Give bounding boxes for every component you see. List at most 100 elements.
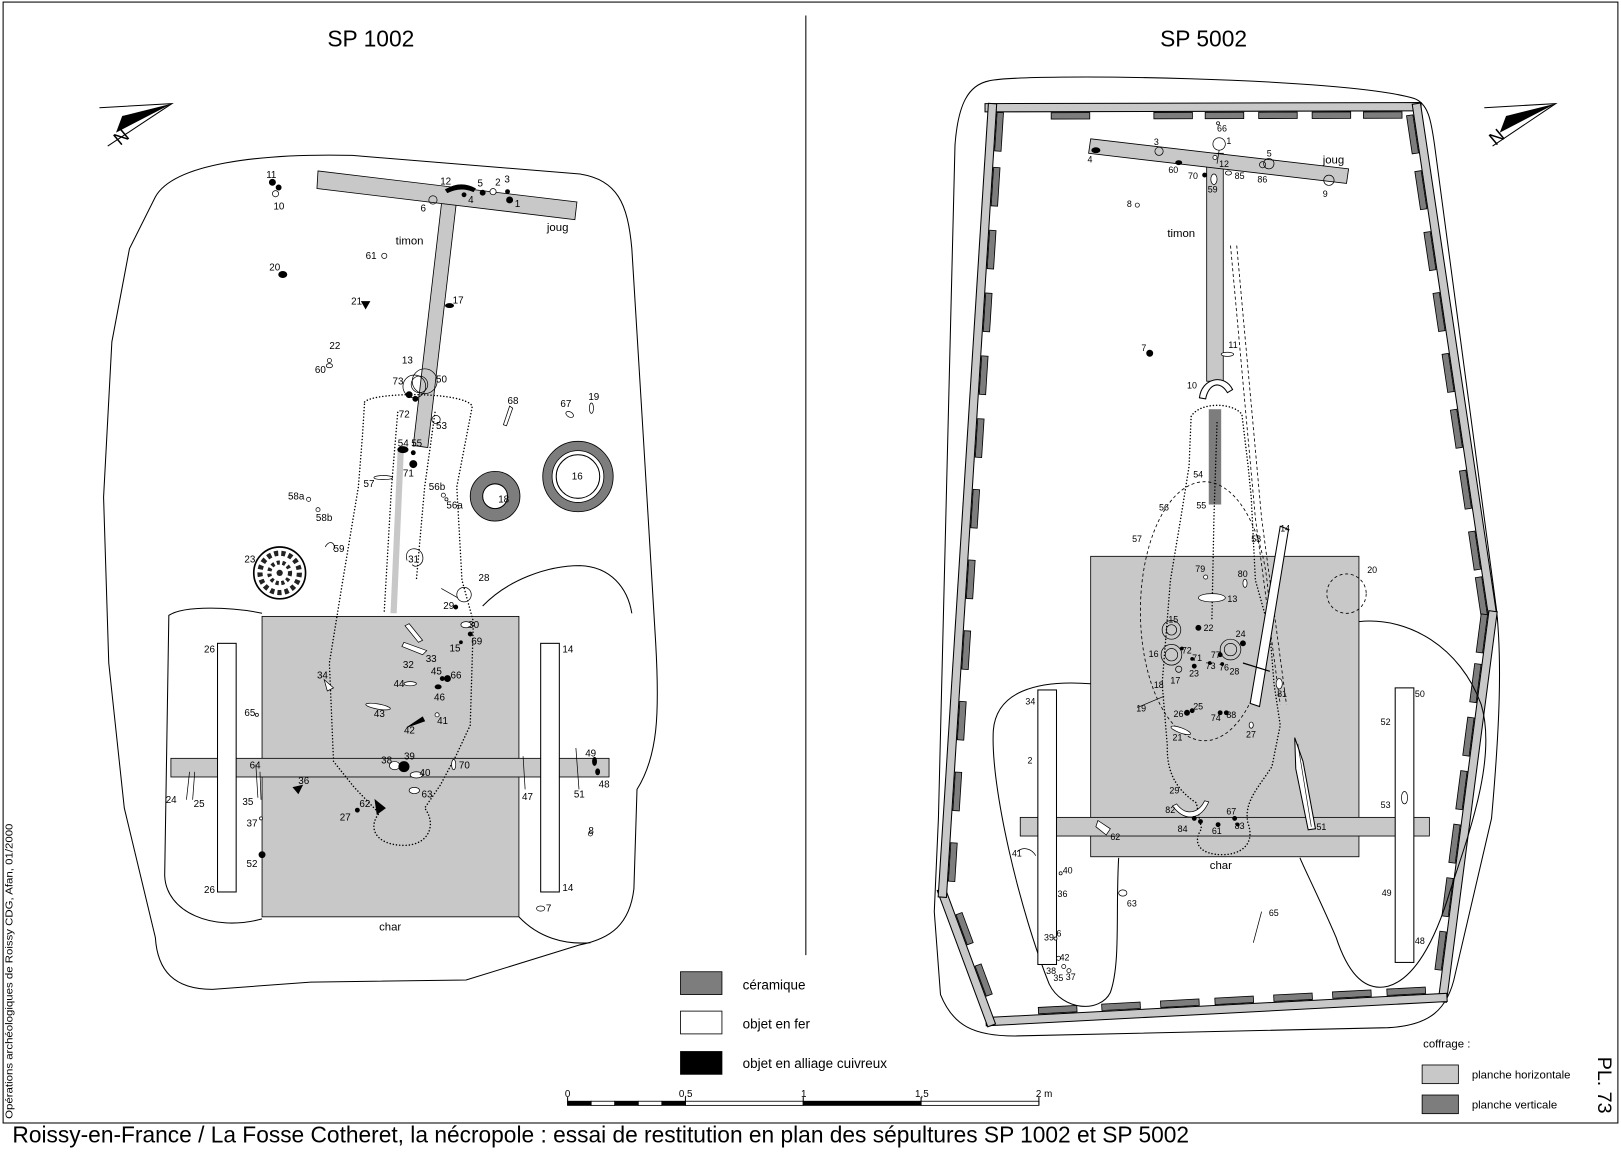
scale-bar: 0 0,5 1 1,5 2 m [565,1089,1052,1106]
find-mark [1223,710,1229,716]
find-mark [1184,709,1190,716]
find-mark [445,303,455,309]
find-number-label: 38 [381,756,392,767]
find-number-label: 54 [1193,470,1203,480]
find-number-label: 72 [1182,646,1192,656]
scale-segment [802,1100,922,1106]
find-number-label: 41 [1012,849,1022,859]
find-mark [409,771,423,779]
find-number-label: 72 [399,409,410,420]
find-number-label: 70 [459,761,470,772]
scale-segment [685,1100,804,1106]
find-number-label: 1 [515,199,520,210]
find-number-label: 30 [468,620,479,631]
wheel-pit-outline [1299,620,1487,988]
find-number-label: 24 [1236,629,1246,639]
find-number-label: 3 [504,174,510,185]
scale-tick-label: 2 m [1036,1089,1052,1100]
leg-division [383,411,399,612]
find-number-label: 88 [1226,710,1236,720]
find-mark [406,716,426,728]
find-number-label: 57 [1132,534,1142,544]
find-number-label: 52 [1381,717,1391,727]
find-number-label: 68 [508,396,519,407]
planche-horizontale-fill [986,993,1447,1026]
find-mark [1212,137,1226,151]
find-mark [325,363,333,369]
find-mark [1215,822,1221,828]
find-number-label: 67 [1226,806,1236,816]
find-mark [1118,889,1128,897]
planche-horizontale-fill [985,103,1421,112]
planche-verticale-fill [1102,1002,1141,1011]
find-mark [326,358,332,363]
sword-guard [1242,662,1271,672]
find-number-label: 55 [411,439,422,450]
scale-tick-label: 1,5 [915,1089,929,1100]
planche-verticale-fill [1424,232,1436,271]
north-arrow-left: N [99,102,174,149]
find-number-label: 76 [1219,662,1229,672]
find-number-label: 33 [426,654,437,665]
planche-verticale-fill [991,167,1000,206]
find-mark [443,675,451,683]
plate-number: PL. 73 [1593,1057,1615,1114]
wheel-pit-outline [992,682,1120,1007]
find-number-label: 2 [495,177,500,188]
planche-verticale-fill [975,964,992,996]
find-mark [440,492,446,498]
planche-verticale-fill [1387,987,1426,996]
dashed-vessel-20 [1326,573,1367,614]
legend-swatch-iron [680,1010,723,1035]
find-mark [1134,202,1140,208]
find-number-label: 67 [560,399,571,410]
find-number-label: 81 [1277,689,1287,699]
find-mark [354,807,360,813]
find-mark [1016,848,1037,856]
sword-blade [1249,525,1290,708]
find-mark [1203,574,1209,580]
joug-yoke [1088,138,1350,184]
find-number-label: 23 [1189,668,1199,678]
ceramic-vessel-16 [542,440,614,513]
scale-segments [567,1097,1040,1106]
find-mark [1220,351,1234,357]
timon-label: timon [1167,228,1195,240]
material-legend: céramique objet en fer objet en alliage … [680,971,887,1075]
find-mark [406,548,424,567]
find-mark [374,798,386,815]
pit-outline [933,76,1501,1037]
planche-verticale-fill [1475,577,1487,616]
find-mark [1095,819,1111,836]
find-number-label: 73 [1206,661,1216,671]
planche-verticale-fill [1442,353,1454,392]
find-number-label: 21 [1173,733,1183,743]
plate-frame [2,1,1619,1124]
find-mark [365,702,391,711]
find-mark [441,588,458,599]
wheel-left [1037,689,1058,966]
decorated-disc-23 [252,546,307,600]
char-label: char [1210,860,1232,872]
find-mark [506,196,514,204]
find-number-label: 29 [1169,786,1179,796]
scale-tick-label: 0,5 [679,1089,693,1100]
find-number-label: 51 [1316,822,1326,832]
scale-segment [614,1100,639,1106]
pit-outline [103,154,658,990]
find-number-label: 65 [1269,908,1279,918]
planche-verticale-fill [1038,1005,1077,1014]
find-mark [1164,648,1179,662]
find-mark [1252,911,1262,943]
find-mark [1061,964,1067,969]
planche-verticale-fill [1415,171,1427,210]
find-number-label: 6 [1056,929,1061,939]
label-planche-verticale: planche verticale [1472,1099,1557,1111]
scale-tick-label: 1 [801,1089,806,1100]
find-number-label: 4 [1088,155,1093,165]
find-mark [575,747,580,790]
planche-verticale-fill [953,772,962,811]
find-number-label: 39 [1044,933,1054,943]
